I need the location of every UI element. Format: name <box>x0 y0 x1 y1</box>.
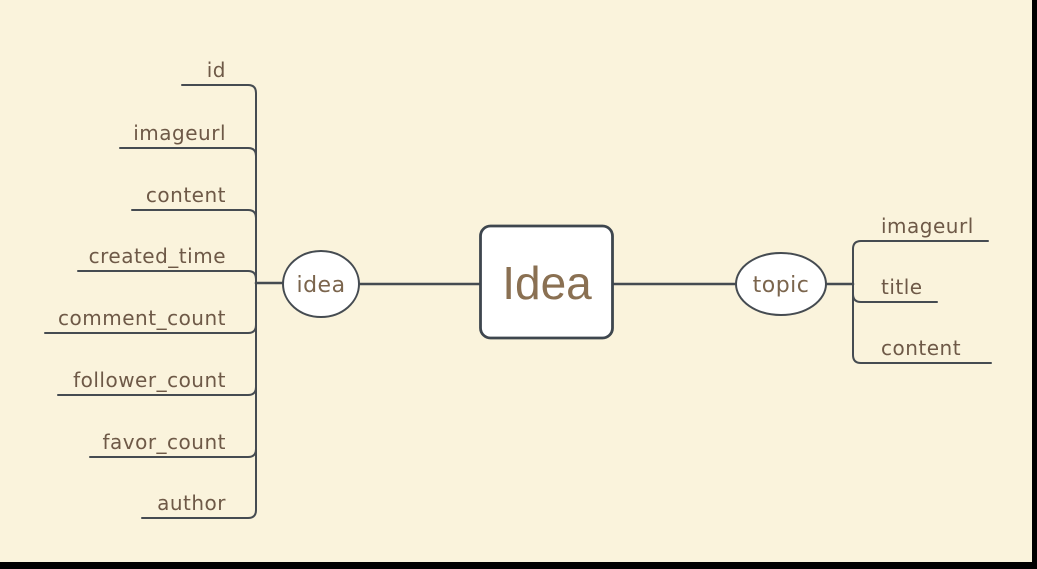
left-branch-lines <box>44 84 257 519</box>
attribute-label-imageurl[interactable]: imageurl <box>133 121 226 145</box>
screen-edge-right <box>1032 0 1037 569</box>
attribute-label-follower-count[interactable]: follower_count <box>73 368 226 392</box>
attribute-label-content[interactable]: content <box>146 183 226 207</box>
root-node[interactable] <box>479 224 614 340</box>
attribute-label-id[interactable]: id <box>207 58 226 82</box>
branch-line-topic-content <box>852 283 992 364</box>
attribute-label-created-time[interactable]: created_time <box>89 244 226 268</box>
branch-line-idea-id <box>181 84 257 284</box>
idea-node-label[interactable]: idea <box>296 273 345 298</box>
attribute-label-comment-count[interactable]: comment_count <box>58 306 226 330</box>
right-branch-lines <box>852 240 992 364</box>
right-attribute-labels: imageurl title content <box>881 214 974 360</box>
branch-line-idea-imageurl <box>119 147 257 284</box>
attribute-label-topic-title[interactable]: title <box>881 275 923 299</box>
topic-node[interactable] <box>735 252 827 316</box>
attribute-label-topic-content[interactable]: content <box>881 336 961 360</box>
branch-line-idea-created-time <box>77 270 257 284</box>
idea-node[interactable] <box>282 250 360 318</box>
left-attribute-labels: id imageurl content created_time comment… <box>58 58 226 515</box>
attribute-label-topic-imageurl[interactable]: imageurl <box>881 214 974 238</box>
branch-line-idea-content <box>131 209 257 284</box>
attribute-label-favor-count[interactable]: favor_count <box>102 430 226 454</box>
root-node-label[interactable]: Idea <box>502 257 592 309</box>
screen-edge-bottom <box>0 562 1037 569</box>
attribute-label-author[interactable]: author <box>157 491 226 515</box>
topic-node-label[interactable]: topic <box>753 273 810 298</box>
branch-line-topic-imageurl <box>852 240 989 285</box>
branch-line-idea-author <box>141 282 257 519</box>
